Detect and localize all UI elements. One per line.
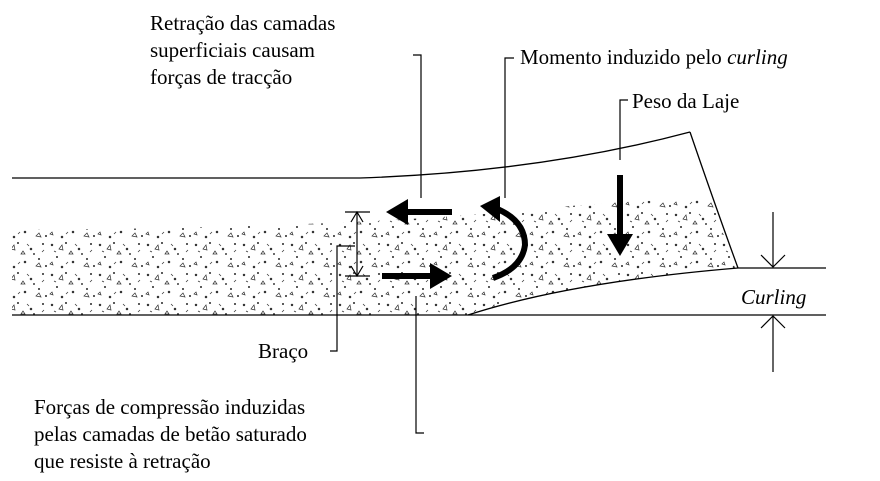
weight-label: Peso da Laje: [632, 89, 740, 113]
curling-label: Curling: [741, 285, 807, 309]
tension-label-line-2: superficiais causam: [150, 38, 316, 62]
moment-label: Momento induzido pelo curling: [520, 44, 788, 71]
compression-label-line-2: pelas camadas de betão saturado: [34, 422, 307, 446]
tension-label: Retração das camadas superficiais causam…: [150, 10, 335, 91]
slab-curled-edge: [689, 131, 739, 269]
moment-label-prefix: Momento induzido pelo: [520, 45, 728, 69]
compression-force-arrow: [382, 263, 452, 289]
tension-label-line-3: forças de tracção: [150, 65, 293, 89]
tension-force-arrow: [386, 199, 452, 225]
leader-lines: [330, 54, 628, 434]
slab-curled-underside: [467, 267, 739, 316]
arm-label: Braço: [258, 339, 309, 363]
compression-label: Forças de compressão induzidas pelas cam…: [34, 394, 307, 475]
tension-label-line-1: Retração das camadas: [150, 11, 336, 35]
moment-label-term: curling: [727, 45, 788, 69]
lever-arm-dimension: [345, 210, 370, 278]
concrete-texture: [12, 199, 735, 315]
slab-top-surface: [12, 131, 691, 179]
slab-weight-arrow: [607, 175, 633, 256]
compression-label-line-3: que resiste à retração: [34, 449, 211, 473]
compression-label-line-1: Forças de compressão induzidas: [34, 395, 306, 419]
curling-dimension: [760, 212, 786, 372]
curling-moment-arrow: [480, 196, 529, 281]
